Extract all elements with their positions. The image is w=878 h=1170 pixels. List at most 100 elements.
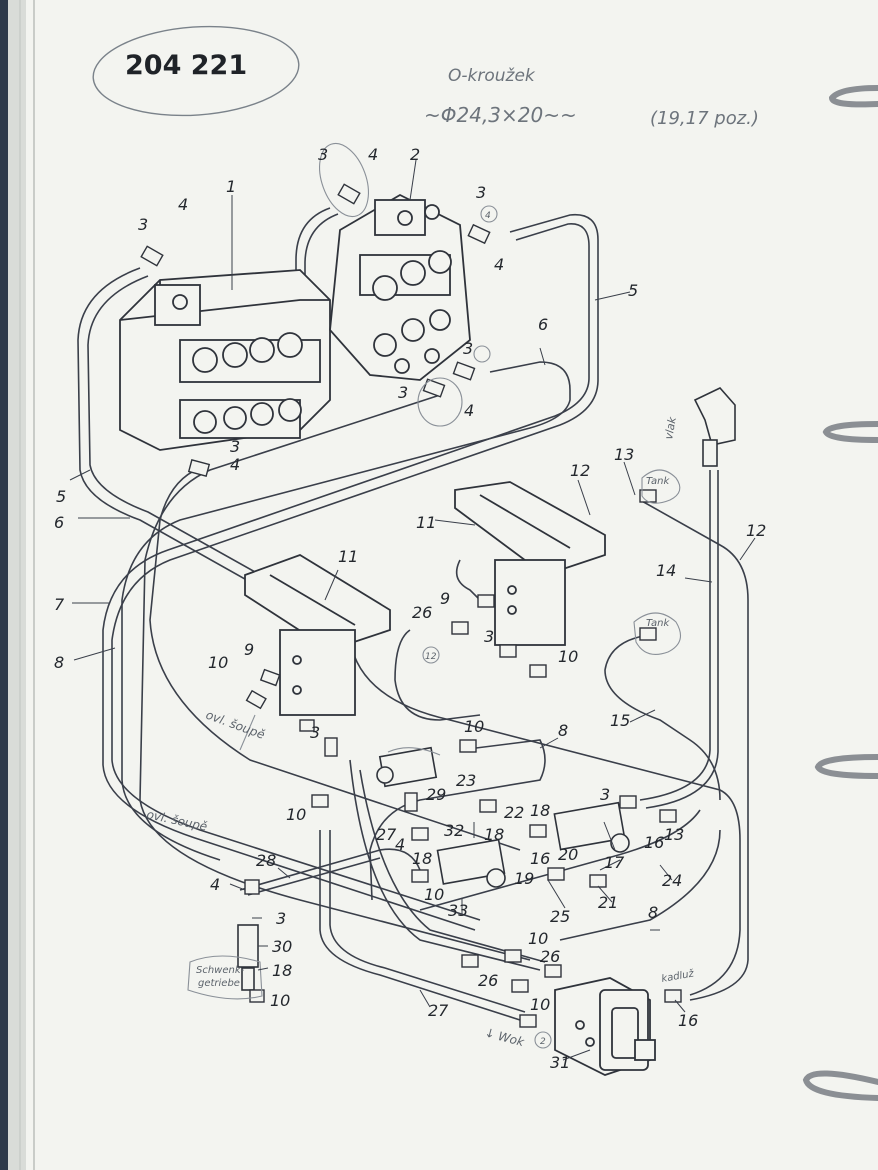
foot-pedal-left [244,554,391,716]
binder-rings [802,85,878,1101]
callout-30: 30 [272,937,292,956]
callout-24: 24 [662,871,682,890]
callout-4: 4 [368,145,378,164]
callout-18: 18 [484,825,504,844]
paper-sheet [26,0,878,1170]
callout-18: 18 [530,801,550,820]
swing-gear-label: Schwenk- [196,965,245,976]
callout-27: 27 [428,1001,449,1020]
callout-10: 10 [558,647,578,666]
callout-4: 4 [395,835,405,854]
callout-10: 10 [270,991,290,1010]
callout-8: 8 [54,653,64,672]
callout-26: 26 [412,603,432,622]
callout-14: 14 [656,561,676,580]
callout-3: 3 [463,339,473,358]
callout-21: 21 [598,893,618,912]
pencil-marks [187,142,682,1049]
callout-31: 31 [550,1053,570,1072]
callout-18: 18 [412,849,432,868]
callout-3: 3 [230,437,240,456]
callout-26: 26 [478,971,498,990]
callout-10: 10 [530,995,550,1014]
callout-7: 7 [54,595,65,614]
swing-gear-label: getriebe [198,978,240,989]
callout-29: 29 [426,785,446,804]
callout-12: 12 [570,461,590,480]
callout-16: 16 [678,1011,698,1030]
callout-11: 11 [416,513,436,532]
callout-5: 5 [56,487,66,506]
callout-3: 3 [310,723,320,742]
callout-8: 8 [558,721,568,740]
callout-3: 3 [398,383,408,402]
callout-3: 3 [476,183,486,202]
callout-18: 18 [272,961,292,980]
valve-19 [436,838,506,888]
callout-3: 3 [600,785,610,804]
callout-4: 4 [230,455,240,474]
callout-6: 6 [538,315,548,334]
hose-lines [77,207,749,1021]
circled-2: 2 [540,1037,546,1047]
callout-32: 32 [444,821,464,840]
callout-10: 10 [286,805,306,824]
callout-5: 5 [628,281,638,300]
callout-4: 4 [464,401,474,420]
callout-10: 10 [464,717,484,736]
callout-3: 3 [276,909,286,928]
leader-lines [69,159,756,1061]
right-output-note: vlak [662,415,679,440]
callout-3: 3 [484,627,494,646]
callout-8: 8 [648,903,658,922]
valve-31 [554,977,656,1076]
callout-26: 26 [540,947,560,966]
valve-30 [237,924,259,991]
callout-33: 33 [448,901,468,920]
callout-19: 19 [514,869,534,888]
callout-11: 11 [338,547,358,566]
callout-28: 28 [256,851,276,870]
callout-16: 16 [530,849,550,868]
callout-15: 15 [610,711,630,730]
elbow-fitting-top-right [693,387,736,467]
hose-fittings [140,183,682,1028]
callout-1: 1 [226,177,236,196]
bottom-note: kadluž [660,967,695,985]
o-ring-note: O-kroužek [448,66,536,86]
callout-4: 4 [494,255,504,274]
callout-25: 25 [550,907,570,926]
control-valve-block-1 [119,269,331,451]
circled-12: 12 [425,652,437,662]
tank-label: Tank [646,476,671,487]
callout-2: 2 [410,145,420,164]
callout-3: 3 [138,215,148,234]
callout-20: 20 [558,845,578,864]
callout-9: 9 [244,640,254,659]
callout-13: 13 [614,445,634,464]
foot-pedal-right [454,481,606,646]
valve-17 [553,801,630,853]
callout-4: 4 [210,875,220,894]
part-number: 204 221 [125,50,247,81]
callout-27: 27 [376,825,397,844]
part-number-circle [92,25,300,117]
callout-9: 9 [440,589,450,608]
callout-13: 13 [664,825,684,844]
callout-3: 3 [318,145,328,164]
callout-16: 16 [644,833,664,852]
position-note: (19,17 poz.) [650,108,759,129]
callout-4: 4 [178,195,188,214]
valve-29 [376,746,438,788]
callout-17: 17 [604,853,625,872]
circled-4: 4 [485,211,491,221]
callout-6: 6 [54,513,64,532]
callout-23: 23 [456,771,476,790]
control-valve-block-2 [329,193,471,381]
callout-10: 10 [424,885,444,904]
o-ring-size-note: ~Φ24,3×20~~ [424,103,577,127]
callout-10: 10 [208,653,228,672]
callout-22: 22 [504,803,524,822]
callout-10: 10 [528,929,548,948]
